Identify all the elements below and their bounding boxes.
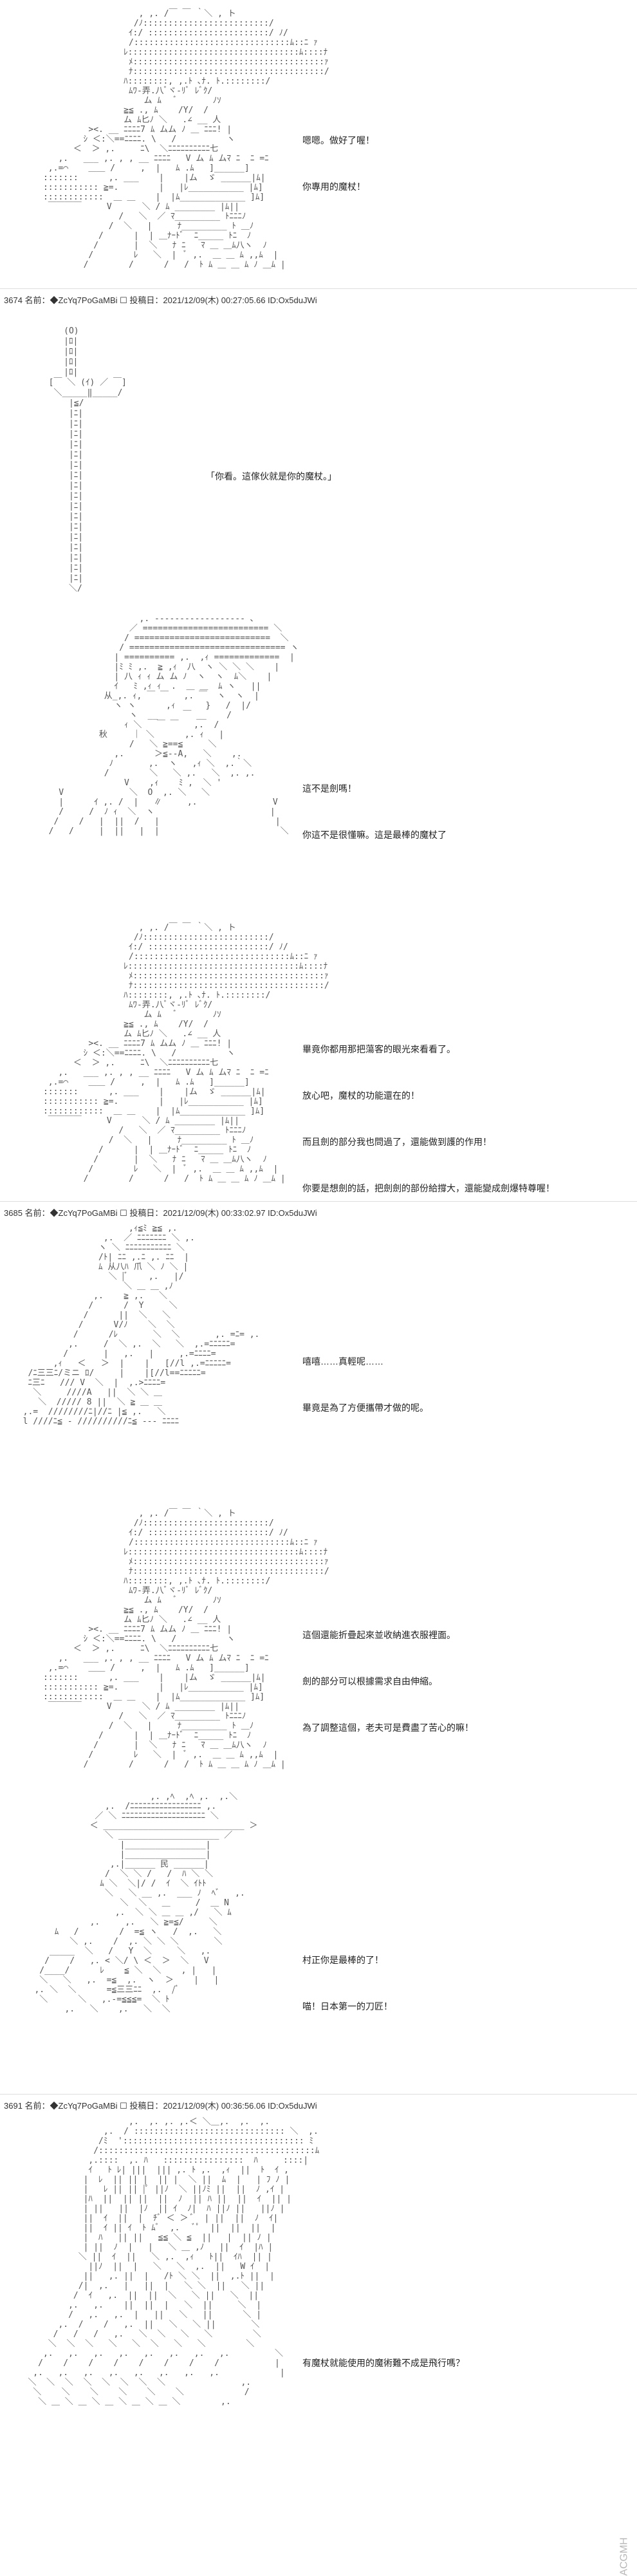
panel-2: (O) |ﾛ| |ﾛ| |ﾛ| |ﾛ| [￣ ＼ (ｲ) ／ ￣] ＼_____…: [0, 309, 637, 611]
site-watermark: ACGMH: [619, 2537, 630, 2576]
dialog: 這個還能折疊起來並收納進衣服裡面。 劍的部分可以根據需求自由伸縮。 為了調整這個…: [302, 1596, 474, 1751]
dialog: 有魔杖就能使用的魔術難不成是飛行嗎？: [302, 2324, 465, 2386]
dialog-line: 劍的部分可以根據需求自由伸縮。: [302, 1676, 438, 1686]
post-header: 3685 名前：◆ZcYq7PoGaMBi ☐ 投稿日：2021/12/09(木…: [4, 1208, 317, 1218]
dialog-line: 而且劍的部分我也問過了，還能做到護的作用！: [302, 1137, 492, 1147]
ascii-art-figure: , ,. /￣ ￣ ｀＼ , ト /ﾉ:::::::::::::::::::::…: [42, 9, 329, 270]
dialog-line: 喵！日本第一的刀匠！: [302, 2001, 392, 2011]
panel-5: ,ｨ≦ﾐ ≧≦ ,. ,. ／ ﾆﾆﾆﾆﾆﾆﾆ ＼ ,. ヽ ＼ ﾆﾆﾆﾆﾆﾆﾆ…: [0, 1220, 637, 1497]
panel-7: ,. ,ﾍ ,ﾍ ,. ,.＼ ,. /ﾆﾆﾆﾆﾆﾆﾆﾆﾆﾆﾆﾆﾆﾆﾆﾆﾆ ,.…: [0, 1789, 637, 2092]
divider: [0, 288, 637, 289]
dialog-line: 你專用的魔杖！: [302, 182, 365, 192]
post-header: 3674 名前：◆ZcYq7PoGaMBi ☐ 投稿日：2021/12/09(木…: [4, 295, 317, 305]
dialog-line: 嘻嘻……真輕呢……: [302, 1356, 383, 1367]
dialog: 「你看。這傢伙就是你的魔杖。」: [206, 438, 337, 499]
ascii-art-figure: , ,. /￣ ￣ ｀＼ , ト /ﾉ:::::::::::::::::::::…: [42, 923, 329, 1184]
ascii-art-figure: , ,. /￣ ￣ ｀＼ , ト /ﾉ:::::::::::::::::::::…: [42, 1509, 329, 1769]
dialog-line: 你這不是很懂嘛。這是最棒的魔杖了: [302, 830, 447, 840]
dialog-line: 村正你是最棒的了！: [302, 1955, 383, 1965]
panel-6: , ,. /￣ ￣ ｀＼ , ト /ﾉ:::::::::::::::::::::…: [0, 1500, 637, 1789]
dialog: 村正你是最棒的了！ 喵！日本第一的刀匠！: [302, 1921, 392, 2030]
panel-8: ,. ,. ,. ,.＜ ＼＿,. ,. ,. ,. / :::::::::::…: [0, 2114, 637, 2539]
dialog-line: 這個還能折疊起來並收納進衣服裡面。: [302, 1630, 456, 1640]
divider: [0, 2094, 637, 2095]
dialog-line: 「你看。這傢伙就是你的魔杖。」: [206, 471, 337, 481]
ascii-art-figure: ,. ,. ,. ,.＜ ＼＿,. ,. ,. ,. / :::::::::::…: [28, 2117, 320, 2407]
panel-3: ,. -‐‐‐‐‐‐‐‐‐‐‐‐‐‐‐‐‐ ､ ／ ==============…: [0, 611, 637, 914]
post-header: 3691 名前：◆ZcYq7PoGaMBi ☐ 投稿日：2021/12/09(木…: [4, 2101, 317, 2111]
panel-1: , ,. /￣ ￣ ｀＼ , ト /ﾉ:::::::::::::::::::::…: [0, 0, 637, 283]
wand-ascii-art: (O) |ﾛ| |ﾛ| |ﾛ| |ﾛ| [￣ ＼ (ｲ) ／ ￣] ＼_____…: [48, 326, 127, 593]
dialog-line: 嗯嗯。做好了喔！: [302, 135, 374, 145]
panel-4: , ,. /￣ ￣ ｀＼ , ト /ﾉ:::::::::::::::::::::…: [0, 914, 637, 1197]
dialog-line: 有魔杖就能使用的魔術難不成是飛行嗎？: [302, 2358, 465, 2368]
ascii-art-figure: ,ｨ≦ﾐ ≧≦ ,. ,. ／ ﾆﾆﾆﾆﾆﾆﾆ ＼ ,. ヽ ＼ ﾆﾆﾆﾆﾆﾆﾆ…: [23, 1224, 260, 1426]
dialog: 嗯嗯。做好了喔！ 你專用的魔杖！: [302, 102, 374, 210]
dialog-line: 畢竟是為了方便攜帶才做的呢。: [302, 1403, 429, 1413]
dialog: 這不是劍嗎！ 你這不是很懂嘛。這是最棒的魔杖了: [302, 750, 447, 858]
divider: [0, 1201, 637, 1202]
dialog-line: 你要是想劍的話，把劍劍的部份給撐大，還能變成劍爆特尊喔！: [302, 1183, 555, 1193]
dialog-line: 放心吧，魔杖的功能還在的！: [302, 1090, 420, 1101]
dialog-line: 畢竟你都用那把蕩客的眼光來看看了。: [302, 1044, 456, 1054]
ascii-art-figure: ,. ,ﾍ ,ﾍ ,. ,.＼ ,. /ﾆﾆﾆﾆﾆﾆﾆﾆﾆﾆﾆﾆﾆﾆﾆﾆﾆ ,.…: [34, 1792, 258, 2014]
dialog: 畢竟你都用那把蕩客的眼光來看看了。 放心吧，魔杖的功能還在的！ 而且劍的部分我也…: [302, 1011, 555, 1211]
dialog-line: 這不是劍嗎！: [302, 783, 356, 794]
dialog: 嘻嘻……真輕呢…… 畢竟是為了方便攜帶才做的呢。: [302, 1323, 429, 1431]
dialog-line: 為了調整這個，老夫可是費盡了苦心的嘛！: [302, 1722, 474, 1733]
ascii-art-figure: ,. -‐‐‐‐‐‐‐‐‐‐‐‐‐‐‐‐‐ ､ ／ ==============…: [48, 614, 299, 836]
